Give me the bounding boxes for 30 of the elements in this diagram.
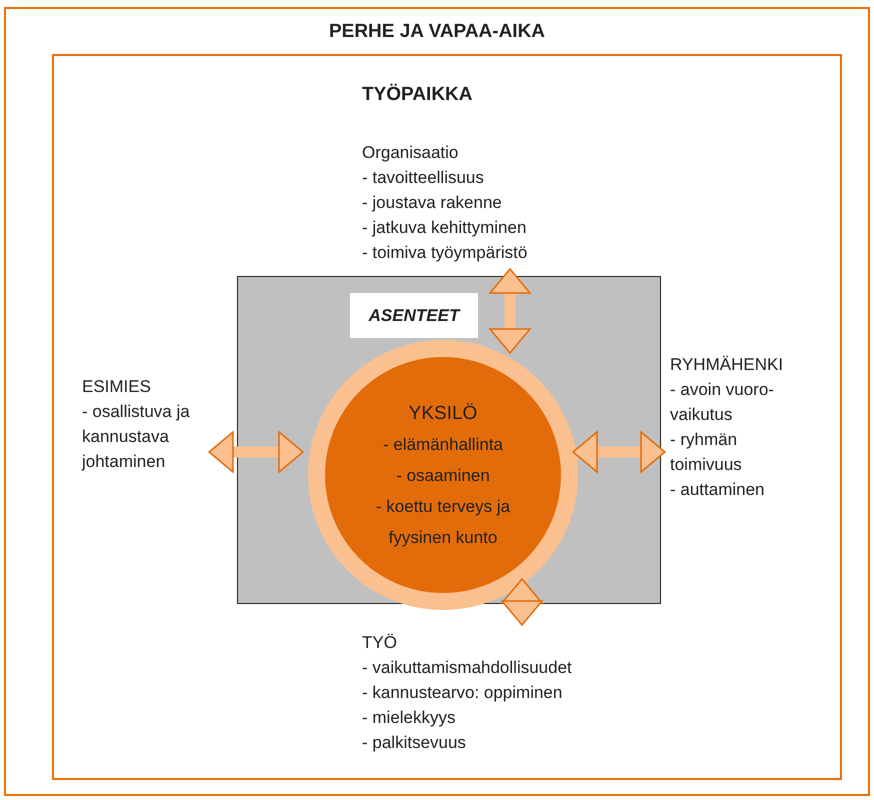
list-item: - tavoitteellisuus (362, 167, 485, 189)
list-item: Organisaatio (362, 142, 460, 164)
list-item: - toimiva työympäristö (362, 242, 528, 264)
list-item: - mielekkyys (362, 707, 457, 729)
list-item: TYÖ (362, 632, 398, 654)
list-item: - auttaminen (670, 479, 766, 501)
list-item: - joustava rakenne (362, 192, 503, 214)
frame-title: TYÖPAIKKA (362, 82, 472, 107)
list-item: - vaikuttamismahdollisuudet (362, 657, 573, 679)
list-item: - jatkuva kehittyminen (362, 217, 528, 239)
label-box (350, 293, 478, 338)
list-item: - elämänhallinta (382, 434, 503, 456)
list-item: - osaaminen (396, 464, 490, 486)
list-item: ESIMIES (82, 376, 152, 398)
circle-text: YKSILÖ (408, 402, 478, 426)
list-item: RYHMÄHENKI (670, 354, 784, 376)
frame-box (4, 7, 870, 796)
list-item: - kannustearvo: oppiminen (362, 682, 564, 704)
list-item: - osallistuva ja kannustava johtaminen (82, 401, 191, 473)
double-arrow (208, 431, 304, 473)
list-item: - avoin vuoro- vaikutus (670, 379, 775, 426)
double-arrow (501, 578, 543, 626)
label-text: ASENTEET (368, 305, 460, 327)
list-item: - palkitsevuus (362, 732, 467, 754)
frame-title: PERHE JA VAPAA-AIKA (328, 20, 546, 44)
frame-box (52, 54, 842, 780)
list-item: - ryhmän toimivuus (670, 429, 743, 476)
double-arrow (572, 431, 666, 473)
list-item: - koettu terveys ja fyysinen kunto (374, 496, 512, 548)
double-arrow (489, 268, 531, 354)
